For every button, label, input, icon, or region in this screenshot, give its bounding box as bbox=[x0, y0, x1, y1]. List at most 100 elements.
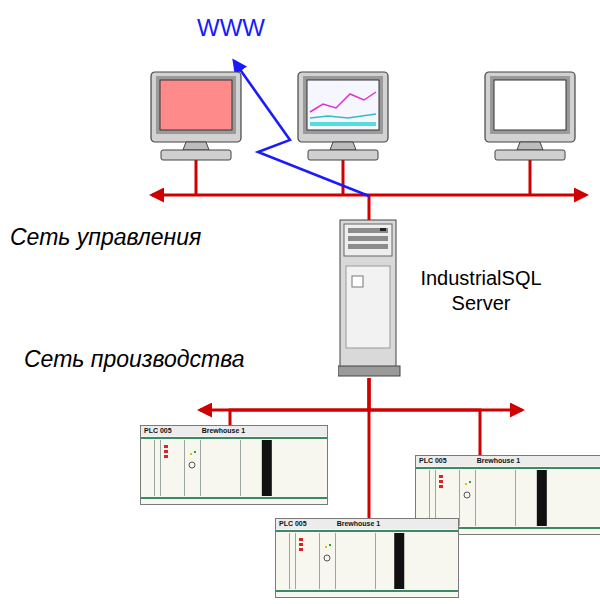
plc-module bbox=[394, 533, 404, 589]
bus-drop bbox=[368, 195, 371, 221]
monitor-bezel bbox=[490, 76, 570, 134]
plc-title-row: PLC 005 Brewhouse 1 bbox=[140, 425, 328, 435]
server-panel bbox=[344, 224, 392, 256]
plc-slot bbox=[295, 533, 296, 589]
plc-module bbox=[537, 470, 547, 526]
monitor-bezel bbox=[156, 76, 236, 134]
plc-shape bbox=[275, 518, 459, 598]
network-label: Сеть управления bbox=[10, 224, 201, 250]
monitor-icon bbox=[151, 72, 241, 160]
plc-led bbox=[299, 538, 303, 541]
bus-drop bbox=[529, 160, 532, 195]
bus-drop bbox=[195, 160, 198, 195]
monitor-icon bbox=[298, 72, 388, 160]
plc-led bbox=[325, 546, 327, 548]
monitor-bezel bbox=[303, 76, 383, 134]
server-base bbox=[338, 366, 400, 376]
monitor-screen bbox=[160, 80, 232, 130]
monitor-base bbox=[161, 150, 231, 160]
plc-title: PLC 005 bbox=[279, 519, 307, 528]
plc-title: PLC 005 bbox=[419, 456, 447, 465]
plc-slot bbox=[435, 470, 436, 526]
plc-led bbox=[299, 543, 303, 546]
monitor-case bbox=[298, 72, 388, 142]
plc-frame bbox=[141, 426, 328, 505]
plc-slot bbox=[160, 440, 161, 496]
plc-led bbox=[439, 475, 443, 478]
plc-led bbox=[299, 548, 303, 551]
drive-bay bbox=[348, 228, 388, 233]
plc-slot bbox=[475, 470, 476, 526]
plc-shape bbox=[140, 425, 328, 505]
plc-slot bbox=[515, 470, 516, 526]
plc-node: PLC 005 Brewhouse 1 bbox=[140, 425, 328, 505]
trend-line bbox=[310, 92, 376, 112]
plc-slot bbox=[289, 533, 290, 589]
plc-knob bbox=[324, 555, 330, 561]
plc-icon bbox=[276, 519, 459, 598]
plc-slot bbox=[375, 533, 376, 589]
plc-title: PLC 005 bbox=[144, 426, 172, 435]
plc-title: Brewhouse 1 bbox=[202, 426, 246, 435]
plc-rail bbox=[276, 590, 458, 592]
plc-led bbox=[465, 483, 467, 485]
plc-slot bbox=[154, 440, 155, 496]
plc-title: Brewhouse 1 bbox=[477, 456, 521, 465]
plc-title-strip bbox=[141, 426, 327, 436]
trend-line bbox=[310, 114, 376, 118]
server-body bbox=[340, 220, 396, 368]
bus-drop bbox=[342, 160, 345, 195]
plc-module bbox=[262, 440, 272, 496]
plc-title: Brewhouse 1 bbox=[337, 519, 381, 528]
monitor-stand bbox=[517, 142, 543, 150]
drive-bay bbox=[348, 236, 388, 241]
plc-slot bbox=[319, 533, 320, 589]
plc-led bbox=[439, 485, 443, 488]
plc-title-row: PLC 005 Brewhouse 1 bbox=[415, 455, 600, 465]
plc-node: PLC 005 Brewhouse 1 bbox=[275, 518, 459, 598]
plc-icon bbox=[141, 426, 328, 505]
plc-slot bbox=[459, 470, 460, 526]
network-link bbox=[368, 378, 371, 518]
plc-led bbox=[164, 445, 168, 448]
server-node: IndustrialSQL Server bbox=[338, 216, 546, 378]
drive-light bbox=[380, 228, 386, 231]
plc-led bbox=[439, 480, 443, 483]
plc-slot bbox=[200, 440, 201, 496]
plc-led bbox=[190, 453, 192, 455]
server-icon bbox=[338, 220, 400, 376]
monitor-screen bbox=[494, 80, 566, 130]
monitor-stand bbox=[183, 142, 209, 150]
monitor-base bbox=[495, 150, 565, 160]
monitor-case bbox=[485, 72, 575, 142]
internet-label: WWW bbox=[197, 14, 265, 42]
plc-rail bbox=[276, 530, 458, 532]
plc-frame bbox=[276, 519, 459, 598]
monitor-stand bbox=[330, 142, 356, 150]
monitor-base bbox=[308, 150, 378, 160]
plc-led bbox=[194, 451, 196, 453]
network-label: Сеть производства bbox=[24, 346, 244, 372]
drive-bay bbox=[348, 244, 388, 249]
plc-rail bbox=[141, 437, 327, 439]
server-door bbox=[346, 266, 390, 348]
plc-slot bbox=[184, 440, 185, 496]
plc-knob bbox=[189, 462, 195, 468]
plc-knob bbox=[464, 492, 470, 498]
plc-slot bbox=[429, 470, 430, 526]
plc-led bbox=[164, 450, 168, 453]
plc-title-strip bbox=[416, 456, 600, 466]
server-badge bbox=[352, 276, 363, 287]
network-link bbox=[369, 378, 480, 455]
server-label: IndustrialSQL Server bbox=[416, 266, 546, 316]
plc-led bbox=[164, 455, 168, 458]
plc-led bbox=[469, 481, 471, 483]
trend-bar bbox=[310, 122, 376, 126]
plc-rail bbox=[141, 497, 327, 499]
network-link bbox=[230, 378, 369, 425]
plc-title-row: PLC 005 Brewhouse 1 bbox=[275, 518, 459, 528]
monitor-icon bbox=[485, 72, 575, 160]
plc-slot bbox=[335, 533, 336, 589]
monitor-case bbox=[151, 72, 241, 142]
